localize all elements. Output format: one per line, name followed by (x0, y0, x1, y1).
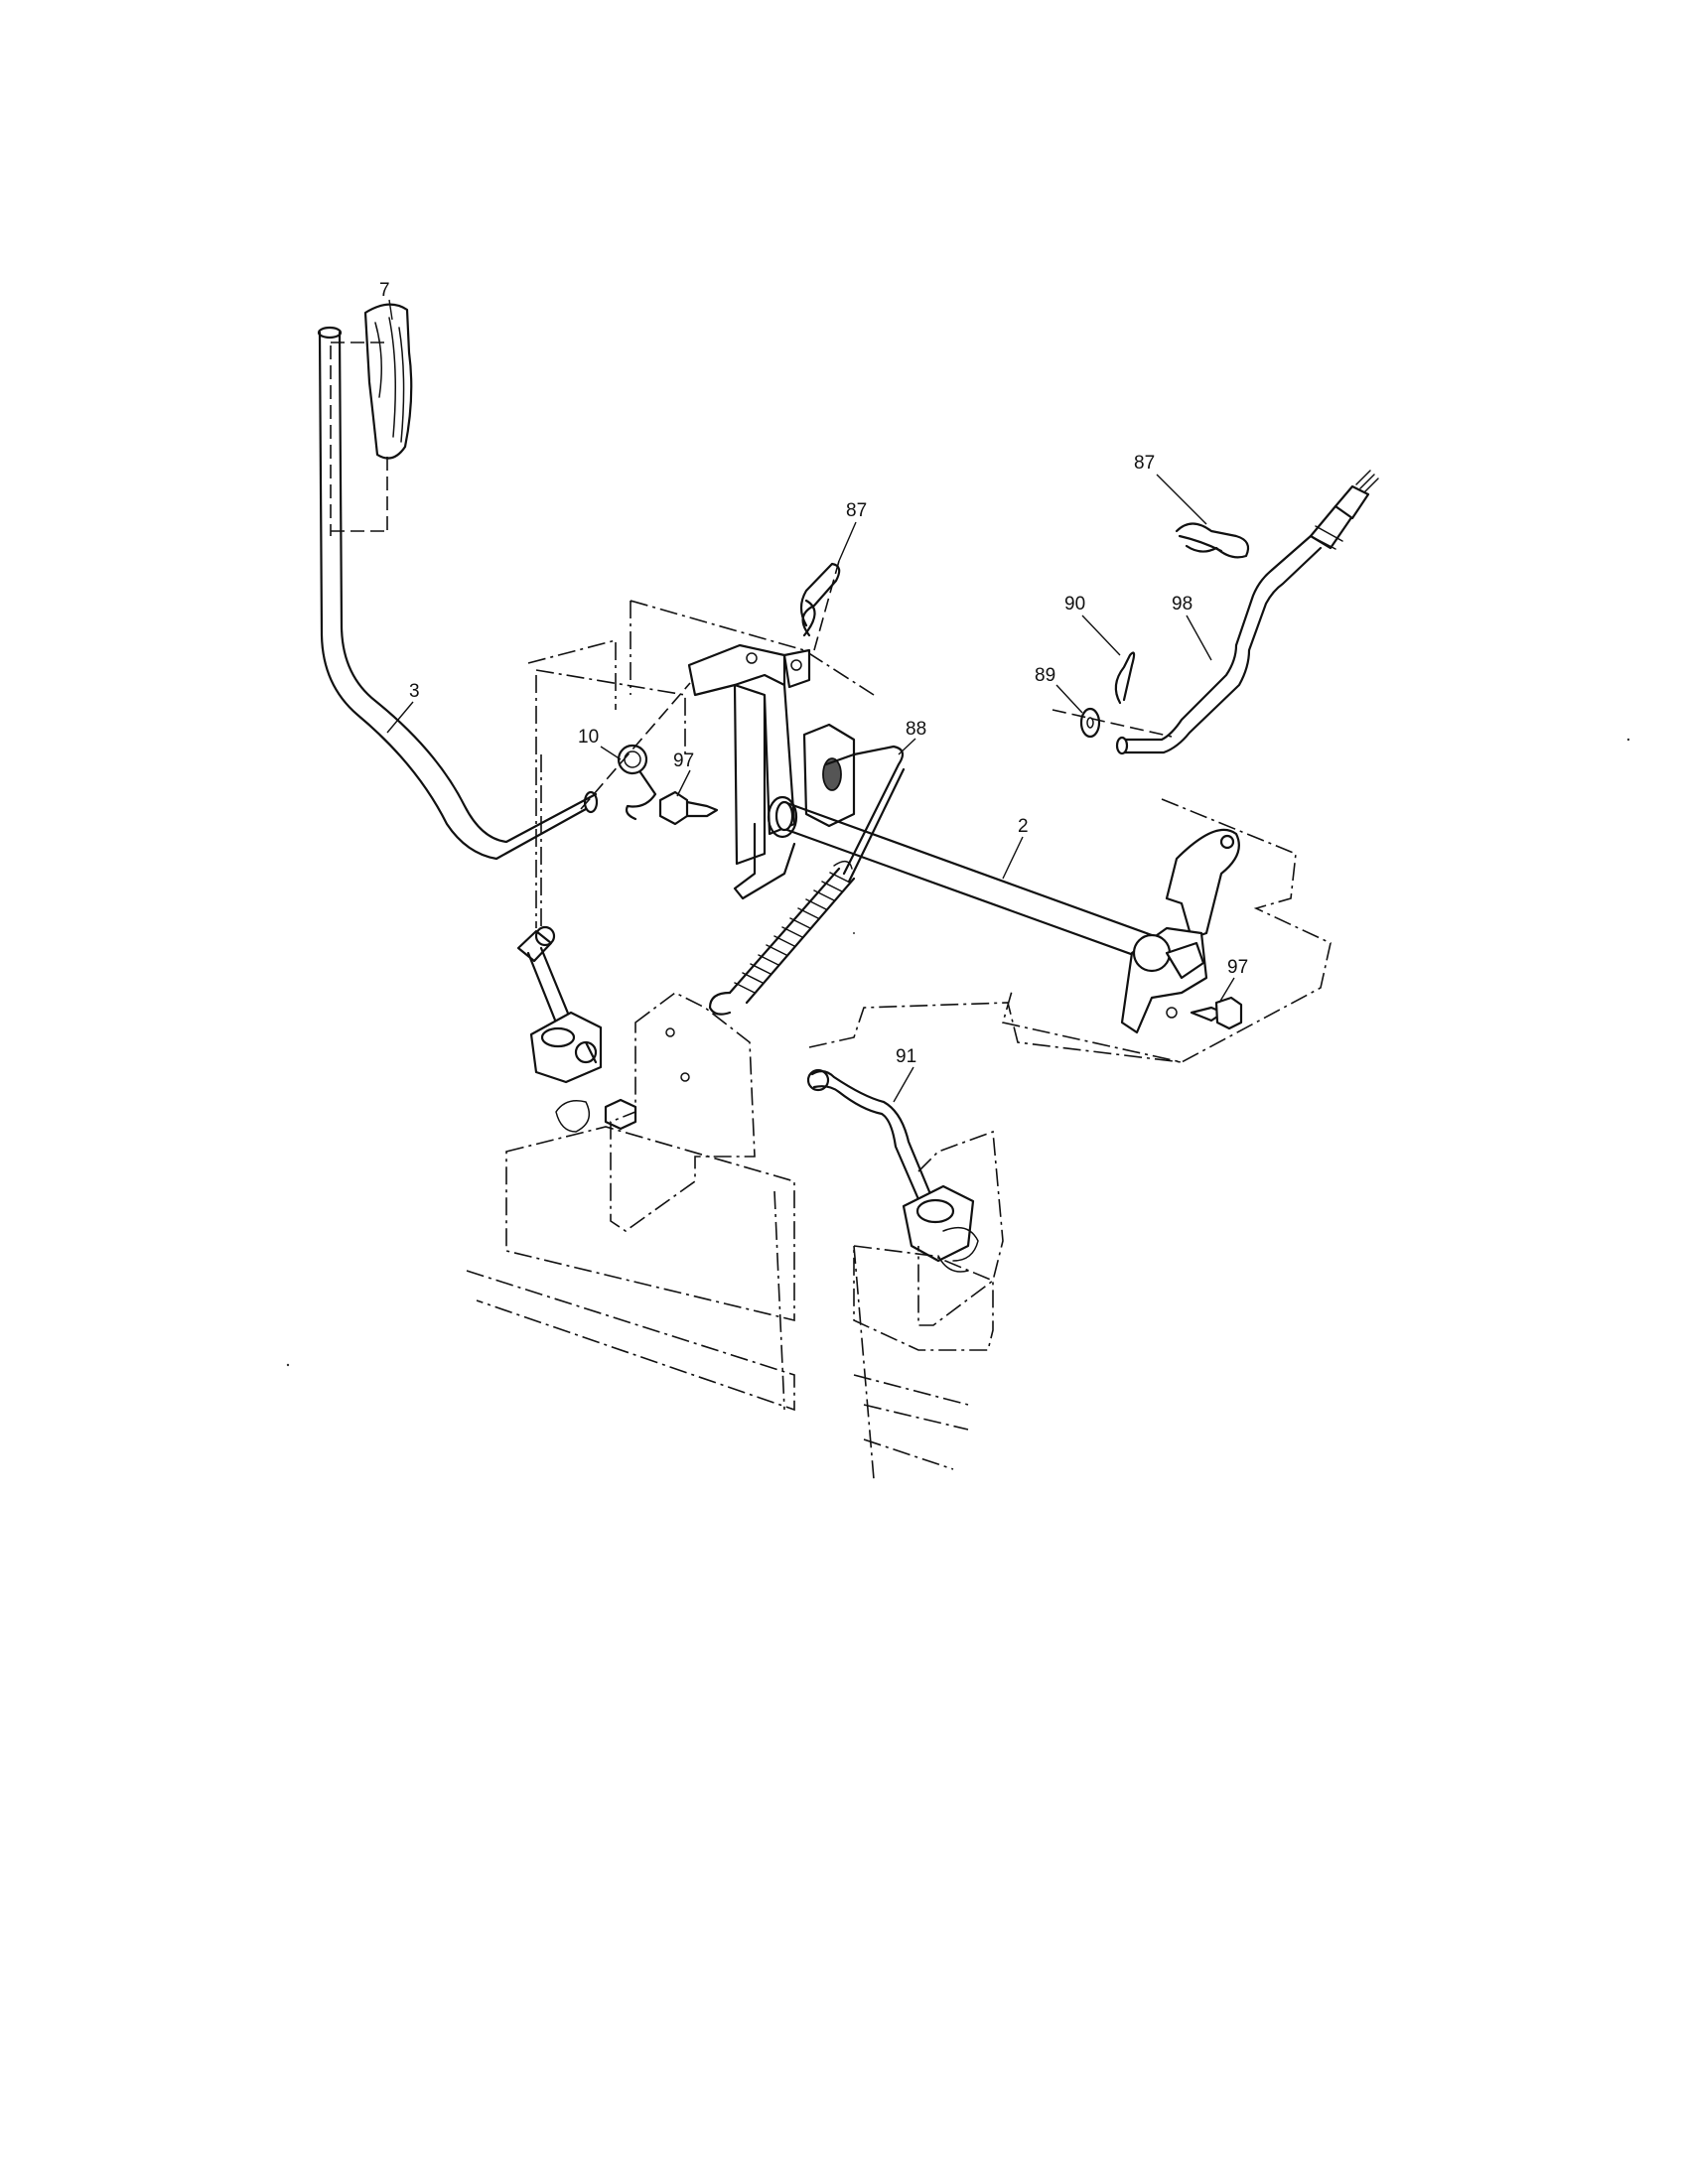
callout-97-right: 97 (1227, 957, 1248, 978)
cross-shaft (774, 800, 1179, 975)
torsion-spring (617, 744, 657, 821)
callout-98: 98 (1172, 594, 1193, 614)
callout-labels: 7 3 10 97 87 88 2 87 90 98 89 97 91 (379, 280, 1248, 1067)
callout-88: 88 (906, 719, 926, 740)
leader-lines (386, 299, 1235, 1103)
alignment-lines (527, 638, 691, 928)
hex-bolt-right (1190, 996, 1243, 1030)
flat-washer (1052, 707, 1173, 739)
hex-bolt-left (658, 790, 719, 826)
hairpin-clip (1114, 651, 1136, 705)
callout-7: 7 (379, 280, 390, 301)
left-deck-hanger (466, 992, 795, 1412)
handle-grip (330, 303, 413, 536)
extension-spring (708, 860, 856, 1016)
callout-3: 3 (409, 681, 420, 702)
callout-10: 10 (578, 727, 599, 748)
scan-specks (286, 738, 1630, 1367)
left-lift-link (516, 754, 637, 1133)
hairpin-cotter-center (799, 560, 841, 651)
callout-97-left: 97 (673, 751, 694, 771)
callout-2: 2 (1018, 816, 1029, 837)
callout-90: 90 (1064, 594, 1085, 614)
callout-89: 89 (1035, 665, 1055, 686)
callout-87-right: 87 (1134, 453, 1155, 474)
callout-91: 91 (896, 1046, 916, 1067)
lift-bracket (535, 600, 875, 900)
callout-87-center: 87 (846, 500, 867, 521)
right-lift-link (806, 1002, 1183, 1480)
height-adjust-rod (1115, 470, 1379, 755)
lift-lever-handle (317, 326, 599, 861)
right-lift-arm (1001, 798, 1332, 1063)
hairpin-cotter-right (1175, 522, 1250, 559)
